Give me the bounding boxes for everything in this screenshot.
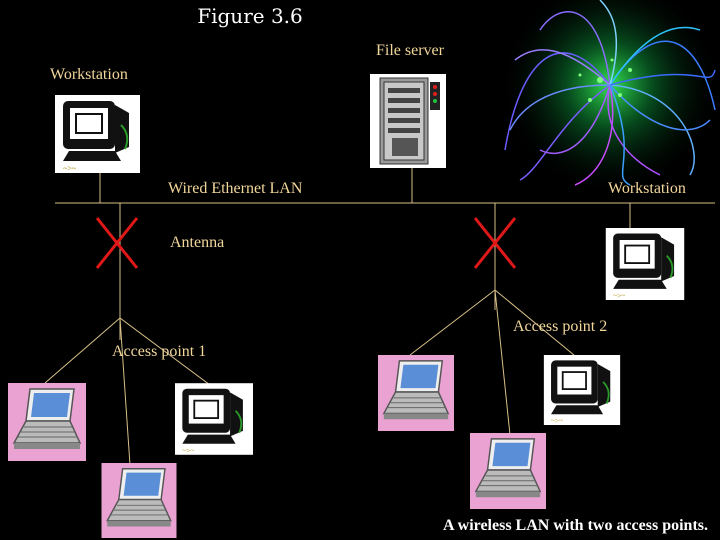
laptop-icon [8, 383, 86, 461]
antenna-icon [473, 217, 517, 269]
workstation-icon: ~>~ [175, 383, 253, 455]
link-ap1-workstation [119, 317, 211, 386]
label-workstation-top: Workstation [50, 66, 128, 83]
workstation-icon: ~>~ [605, 228, 685, 300]
svg-text:~>~: ~>~ [551, 417, 563, 425]
label-file-server: File server [376, 42, 444, 59]
link-ap1-laptop-b [119, 317, 131, 466]
label-workstation-right: Workstation [608, 180, 686, 197]
link-ap1-laptop-a [44, 317, 121, 384]
svg-text:~>~: ~>~ [613, 291, 625, 300]
figure-caption: A wireless LAN with two access points. [442, 517, 708, 534]
workstation-icon: ~>~ [543, 355, 621, 425]
label-access-point-2: Access point 2 [513, 318, 608, 335]
file-server-icon [370, 74, 446, 168]
label-antenna: Antenna [170, 234, 225, 251]
link-ap2-laptop-a [409, 289, 496, 356]
laptop-icon [470, 433, 546, 509]
laptop-icon [101, 463, 177, 538]
svg-text:~>~: ~>~ [182, 446, 194, 455]
link-ap2-workstation [494, 289, 581, 361]
link-ap2-laptop-b [494, 289, 511, 436]
laptop-icon [378, 355, 454, 431]
label-wired-lan: Wired Ethernet LAN [168, 180, 303, 197]
antenna-icon [95, 217, 139, 269]
label-access-point-1: Access point 1 [112, 343, 207, 360]
svg-text:~>~: ~>~ [63, 164, 77, 173]
figure-title: Figure 3.6 [197, 4, 303, 28]
workstation-icon: ~>~ [55, 95, 140, 173]
